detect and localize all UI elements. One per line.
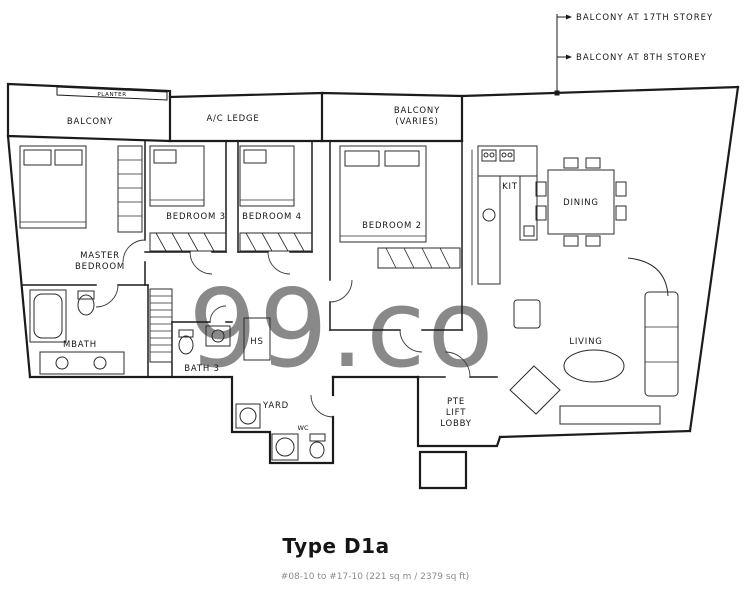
unit-details-subtitle: #08-10 to #17-10 (221 sq m / 2379 sq ft)	[281, 572, 469, 582]
lobby-label-line2: LIFT	[446, 408, 466, 418]
dining-table-icon	[535, 157, 627, 247]
master-bedroom-label-line2: BEDROOM	[75, 262, 125, 272]
master-bedroom-label-line1: MASTER	[80, 251, 120, 261]
bedroom4-bed-icon	[239, 145, 295, 207]
bedroom4-label: BEDROOM 4	[242, 212, 302, 222]
outer-walls	[6, 82, 740, 490]
balcony-varies-label-line2: (VARIES)	[395, 117, 438, 127]
living-furniture-icon	[509, 257, 679, 425]
kitchen-label: KIT	[502, 182, 518, 192]
kitchen-counter-icon	[477, 145, 538, 285]
ac-ledge-label: A/C LEDGE	[206, 114, 259, 124]
bedroom2-label: BEDROOM 2	[362, 221, 422, 231]
yard-label: YARD	[262, 401, 289, 411]
dining-label: DINING	[563, 198, 599, 208]
bedroom3-bed-icon	[149, 145, 205, 207]
balcony-8-storey-label: BALCONY AT 8TH STOREY	[576, 53, 707, 63]
bedroom2-bed-icon	[339, 145, 427, 243]
bedroom2-wardrobe-icon	[377, 247, 461, 269]
mbath-fixtures-icon	[29, 289, 125, 375]
bedroom3-label: BEDROOM 3	[166, 212, 226, 222]
wc-label: WC	[298, 424, 309, 432]
master-wardrobe-icon	[117, 145, 143, 233]
master-bed-icon	[19, 145, 87, 229]
balcony-label: BALCONY	[67, 117, 113, 127]
hs-box-icon	[243, 317, 271, 361]
bedroom3-wardrobe-icon	[149, 232, 227, 252]
living-label: LIVING	[569, 337, 602, 347]
planter-label: PLANTER	[97, 92, 126, 98]
door-arcs	[95, 239, 471, 418]
mbath-label: MBATH	[63, 340, 97, 350]
lobby-label-line1: PTE	[447, 397, 465, 407]
bedroom4-wardrobe-icon	[239, 232, 313, 252]
unit-type-title: Type D1a	[282, 534, 389, 558]
lobby-label-line3: LOBBY	[440, 419, 472, 429]
storey-callout-lines	[554, 14, 572, 96]
yard-fixtures-icon	[235, 403, 326, 461]
riser-hatch-icon	[149, 288, 173, 363]
bath3-fixtures-icon	[178, 325, 231, 355]
bath3-label: BATH 3	[184, 364, 219, 374]
balcony-varies-label-line1: BALCONY	[394, 106, 440, 116]
balcony-17-storey-label: BALCONY AT 17TH STOREY	[576, 13, 713, 23]
hs-label: HS	[250, 337, 263, 347]
